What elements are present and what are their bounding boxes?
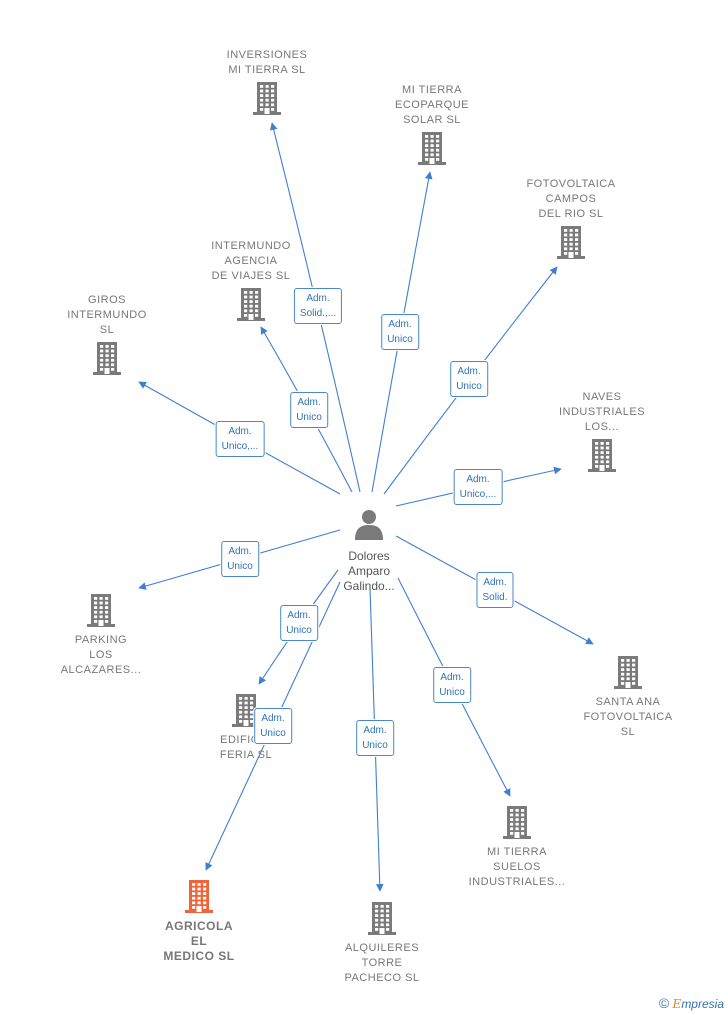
company-name: INTERMUNDO AGENCIA DE VIAJES SL xyxy=(211,240,291,282)
company-name: MI TIERRA SUELOS INDUSTRIALES... xyxy=(468,846,566,888)
building-icon xyxy=(253,82,281,115)
company-node-santa-ana[interactable]: SANTA ANA FOTOVOLTAICA SL xyxy=(563,652,693,740)
role-badge-suelos[interactable]: Adm. Unico xyxy=(433,667,471,703)
brand-name: mpresia xyxy=(681,997,724,1011)
building-icon xyxy=(237,288,265,321)
building-icon xyxy=(557,226,585,259)
company-name: INVERSIONES MI TIERRA SL xyxy=(226,49,308,76)
role-badge-giros[interactable]: Adm. Unico,... xyxy=(215,421,265,457)
building-icon xyxy=(418,132,446,165)
company-name: MI TIERRA ECOPARQUE SOLAR SL xyxy=(395,84,469,126)
company-name: ALQUILERES TORRE PACHECO SL xyxy=(344,942,420,984)
person-name: Dolores Amparo Galindo... xyxy=(343,549,395,593)
company-name: NAVES INDUSTRIALES LOS... xyxy=(558,391,646,433)
company-node-giros[interactable]: GIROS INTERMUNDO SL xyxy=(42,293,172,381)
building-icon xyxy=(503,806,531,839)
building-icon xyxy=(368,902,396,935)
company-node-suelos[interactable]: MI TIERRA SUELOS INDUSTRIALES... xyxy=(452,802,582,890)
brand-watermark: © Empresia xyxy=(659,995,724,1011)
person-icon xyxy=(355,510,383,540)
building-icon xyxy=(588,439,616,472)
role-badge-parking[interactable]: Adm. Unico xyxy=(221,541,259,577)
person-node-dolores[interactable]: Dolores Amparo Galindo... xyxy=(314,504,424,594)
company-node-alquileres[interactable]: ALQUILERES TORRE PACHECO SL xyxy=(317,898,447,986)
building-icon xyxy=(93,342,121,375)
role-badge-fotovoltaica-campos[interactable]: Adm. Unico xyxy=(450,361,488,397)
company-name: FOTOVOLTAICA CAMPOS DEL RIO SL xyxy=(526,178,616,220)
building-icon xyxy=(185,880,213,913)
role-badge-alquileres[interactable]: Adm. Unico xyxy=(356,720,394,756)
building-icon xyxy=(614,656,642,689)
role-badge-santa-ana[interactable]: Adm. Solid. xyxy=(476,572,514,608)
role-badge-inversiones[interactable]: Adm. Solid.,... xyxy=(293,288,343,324)
role-badge-intermundo-agencia[interactable]: Adm. Unico xyxy=(290,392,328,428)
building-icon xyxy=(87,594,115,627)
company-node-edificio[interactable]: EDIFICIO FERIA SL xyxy=(181,690,311,763)
brand-initial: E xyxy=(672,997,682,1011)
company-name: SANTA ANA FOTOVOLTAICA SL xyxy=(583,696,673,738)
company-node-parking[interactable]: PARKING LOS ALCAZARES... xyxy=(36,590,166,678)
company-node-inversiones[interactable]: INVERSIONES MI TIERRA SL xyxy=(202,48,332,121)
copyright-symbol: © xyxy=(658,995,670,1011)
role-badge-agricola[interactable]: Adm. Unico xyxy=(254,708,292,744)
company-node-fotovoltaica-campos[interactable]: FOTOVOLTAICA CAMPOS DEL RIO SL xyxy=(506,177,636,265)
company-node-ecoparque[interactable]: MI TIERRA ECOPARQUE SOLAR SL xyxy=(367,83,497,171)
company-node-naves[interactable]: NAVES INDUSTRIALES LOS... xyxy=(537,390,667,478)
role-badge-ecoparque[interactable]: Adm. Unico xyxy=(381,314,419,350)
role-badge-naves[interactable]: Adm. Unico,... xyxy=(453,469,503,505)
building-icon xyxy=(232,694,260,727)
company-node-intermundo-agencia[interactable]: INTERMUNDO AGENCIA DE VIAJES SL xyxy=(186,239,316,327)
company-name: AGRICOLA EL MEDICO SL xyxy=(163,919,235,963)
role-badge-edificio[interactable]: Adm. Unico xyxy=(280,605,318,641)
company-name: GIROS INTERMUNDO SL xyxy=(67,294,147,336)
company-name: PARKING LOS ALCAZARES... xyxy=(60,634,142,676)
company-node-agricola[interactable]: AGRICOLA EL MEDICO SL xyxy=(134,876,264,964)
